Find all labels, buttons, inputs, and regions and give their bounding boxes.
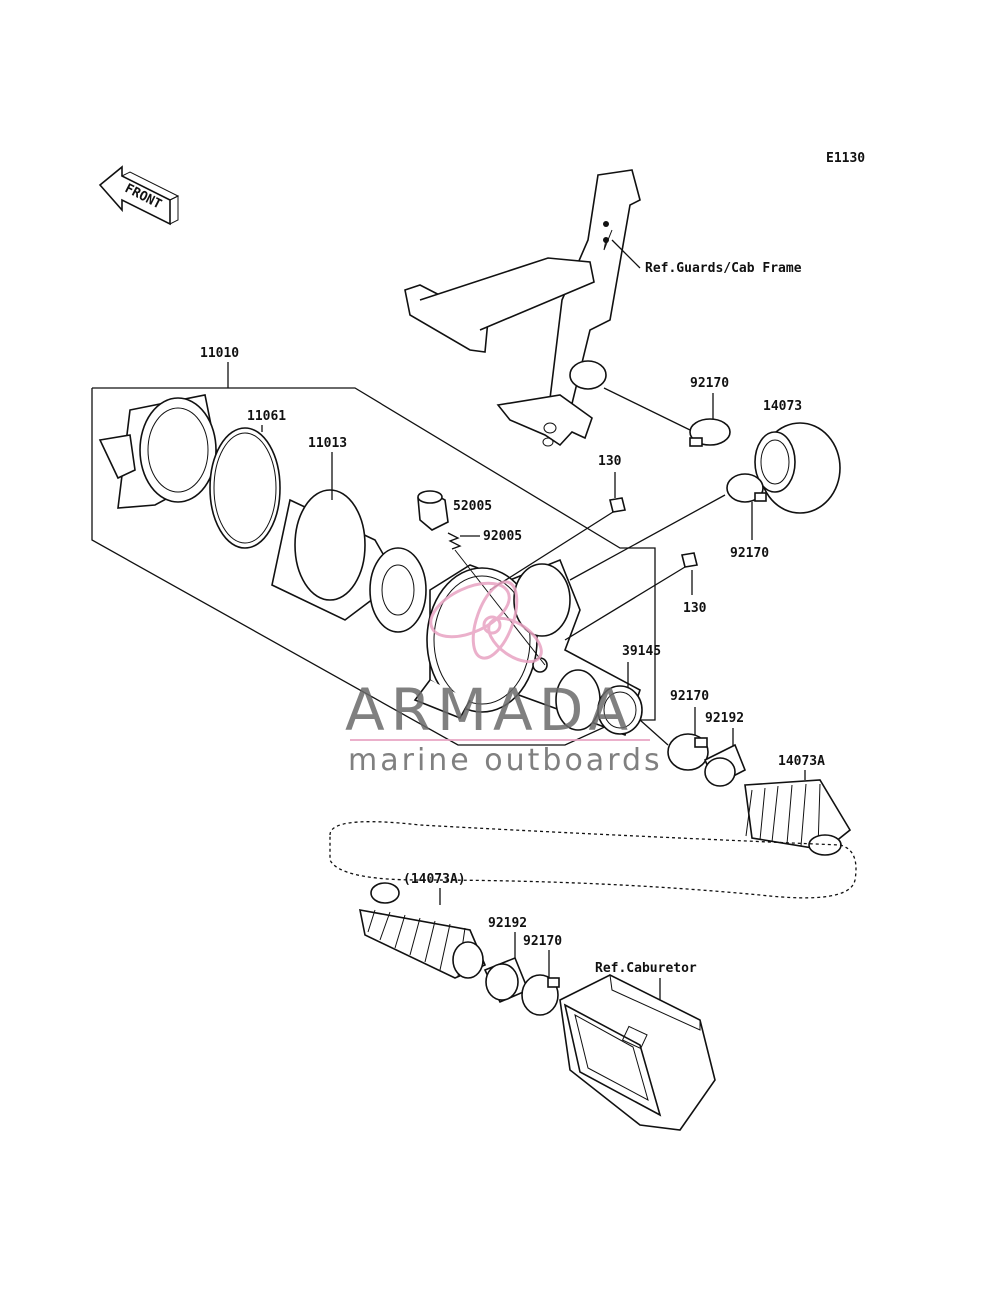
seal-39145: 39145 — [597, 644, 661, 735]
clamp-92170-a: 92170 — [689, 376, 731, 447]
watermark-brand: ARMADA — [345, 676, 634, 744]
ref-guards-label: Ref.Guards/Cab Frame — [645, 261, 802, 276]
label-14073: 14073 — [763, 399, 802, 414]
carburetor-box: Ref.Caburetor — [559, 961, 716, 1131]
band-92192-b: 92192 — [483, 916, 530, 1004]
label-130-upper: 130 — [598, 454, 622, 469]
ref-carburetor-label: Ref.Caburetor — [595, 961, 697, 976]
bellows-14073A-ref: (14073A) — [358, 872, 487, 979]
label-39145: 39145 — [622, 644, 661, 659]
label-11010: 11010 — [200, 346, 239, 361]
label-11013: 11013 — [308, 436, 347, 451]
label-52005: 52005 — [453, 499, 492, 514]
label-92170-b: 92170 — [730, 546, 769, 561]
diagram-code: E1130 — [826, 151, 865, 166]
clamp-92170-b: 92170 — [726, 473, 769, 561]
label-92005: 92005 — [483, 529, 522, 544]
spring-92005: 92005 — [447, 529, 546, 666]
watermark-tagline: marine outboards — [348, 743, 663, 778]
air-cleaner-cap — [98, 394, 221, 509]
filter-element-11013: 11013 — [271, 436, 427, 633]
front-arrow-icon: FRONT — [98, 165, 180, 226]
band-92192-a: 92192 — [703, 711, 747, 787]
boot-14073: 14073 — [754, 399, 841, 514]
o-ring-11061: 11061 — [209, 409, 286, 549]
label-11061: 11061 — [247, 409, 286, 424]
label-92192-b: 92192 — [488, 916, 527, 931]
label-92170-d: 92170 — [523, 934, 562, 949]
drain-cap-52005: 52005 — [417, 490, 492, 531]
label-92192-a: 92192 — [705, 711, 744, 726]
label-130-lower: 130 — [683, 601, 707, 616]
clamp-92170-c: 92170 — [639, 689, 709, 771]
armada-watermark: ARMADA marine outboards — [345, 580, 663, 778]
continuation-loop — [329, 821, 857, 899]
bolt-130-upper: 130 — [489, 454, 626, 591]
cab-frame: Ref.Guards/Cab Frame — [404, 169, 802, 447]
label-92170-a: 92170 — [690, 376, 729, 391]
label-14073A-ref: (14073A) — [403, 872, 466, 887]
propeller-logo-icon — [429, 580, 543, 664]
clamp-92170-d: 92170 — [521, 934, 562, 1016]
label-14073A: 14073A — [778, 754, 825, 769]
label-92170-c: 92170 — [670, 689, 709, 704]
bellows-14073A: 14073A — [744, 754, 852, 856]
bolt-130-lower: 130 — [564, 552, 707, 641]
